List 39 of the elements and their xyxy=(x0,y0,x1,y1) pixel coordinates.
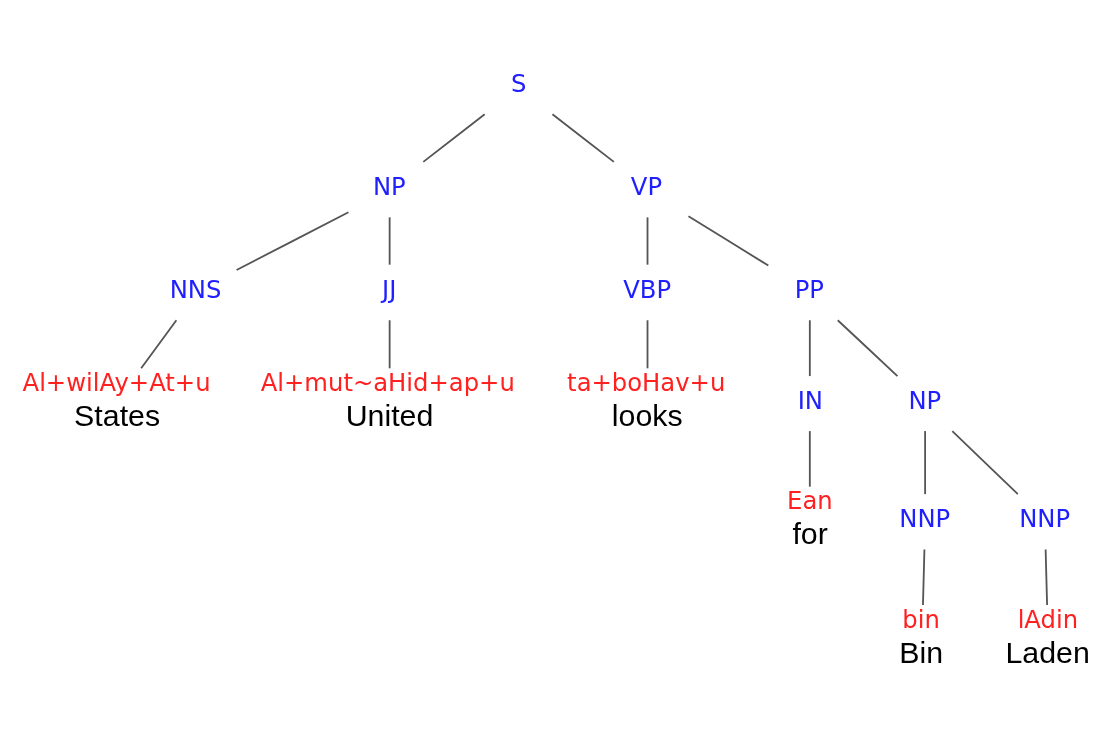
node-label: Laden xyxy=(1005,635,1090,669)
connector xyxy=(140,318,178,369)
node-label: looks xyxy=(611,398,683,432)
connector xyxy=(836,318,899,377)
node-label: for xyxy=(792,516,828,550)
node-text: Al+wilAy+At+u xyxy=(22,367,211,397)
connector xyxy=(951,429,1019,495)
connector xyxy=(924,429,926,495)
node-text: NP xyxy=(908,385,942,415)
node-text: PP xyxy=(794,274,824,304)
connector xyxy=(808,429,811,488)
connector xyxy=(388,215,391,266)
node-text: IN xyxy=(797,385,823,415)
connector xyxy=(422,112,486,163)
connector xyxy=(235,210,350,271)
connector xyxy=(922,548,926,606)
node-text: NNS xyxy=(169,274,222,304)
connector xyxy=(551,112,615,163)
node-text: VP xyxy=(630,171,663,201)
connector xyxy=(687,214,770,266)
node-text: NNP xyxy=(1019,503,1071,533)
connector xyxy=(646,318,649,369)
connector xyxy=(1044,548,1048,606)
node-text: Ean xyxy=(787,485,833,515)
connector xyxy=(646,215,649,266)
node-text: S xyxy=(510,68,527,98)
node-text: VBP xyxy=(623,274,672,304)
node-text: NP xyxy=(372,171,406,201)
connector xyxy=(388,318,391,369)
node-text: ta+boHav+u xyxy=(567,367,726,397)
node-label: United xyxy=(345,398,434,432)
node-label: Bin xyxy=(899,635,944,669)
node-text: lAdin xyxy=(1017,604,1079,634)
connector xyxy=(808,318,811,377)
node-text: JJ xyxy=(382,274,397,304)
node-text: NNP xyxy=(899,503,951,533)
node-label: States xyxy=(74,398,161,432)
node-text: bin xyxy=(902,604,940,634)
node-text: Al+mut~aHid+ap+u xyxy=(260,367,515,397)
